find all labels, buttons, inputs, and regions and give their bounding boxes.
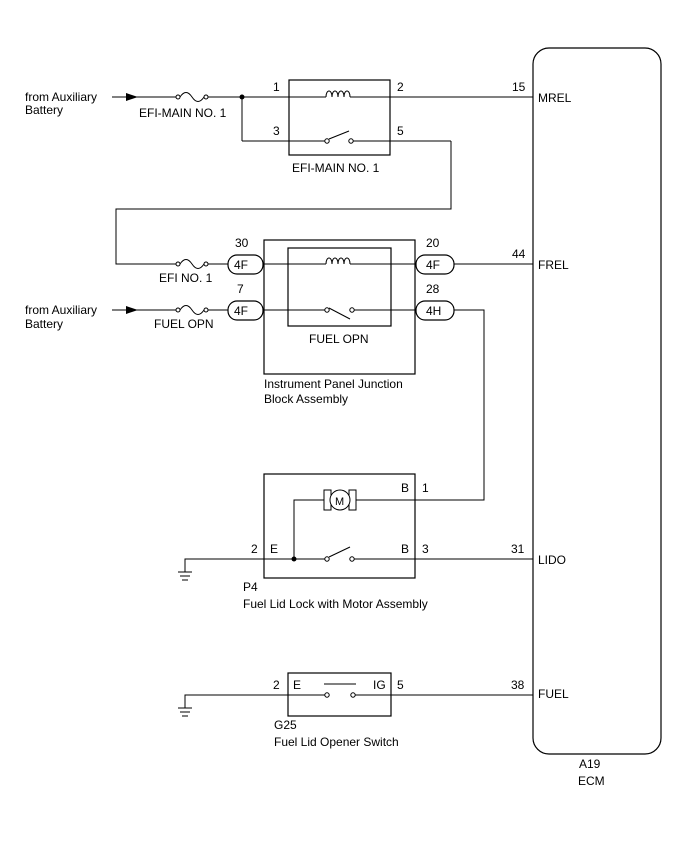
fuel-opn-fuse-label: FUEL OPN xyxy=(154,317,214,331)
motor-icon: M xyxy=(323,489,357,511)
connector-4h-sw-out-label: 4H xyxy=(426,304,441,318)
ecm-pin-mrel-number: 15 xyxy=(512,80,526,94)
fuel-lid-lock-pin-1: 1 xyxy=(422,481,429,495)
connector-4f-sw-in-label: 4F xyxy=(234,304,248,318)
ecm-pin-fuel-signal: FUEL xyxy=(538,687,569,701)
efi-fuse-icon xyxy=(175,259,209,269)
source-1-line2: Battery xyxy=(25,103,63,117)
fuel-opn-pin-28: 28 xyxy=(426,282,440,296)
efi-main-fuse-label: EFI-MAIN NO. 1 xyxy=(139,106,227,120)
source-2-line2: Battery xyxy=(25,317,63,331)
opener-switch-pin-5: 5 xyxy=(397,678,404,692)
fuel-lid-lock-pin-2: 2 xyxy=(251,542,258,556)
ecm-pin-lido-signal: LIDO xyxy=(538,553,566,567)
wire-motor-ground xyxy=(293,499,324,559)
fuel-opn-coil-icon xyxy=(325,257,351,265)
opener-switch-code: G25 xyxy=(274,718,297,732)
fuel-lid-lock-switch-icon xyxy=(324,546,355,562)
ecm-code: A19 xyxy=(579,757,601,771)
efi-main-pin-3: 3 xyxy=(273,124,280,138)
fuel-opn-relay-label: FUEL OPN xyxy=(309,332,369,346)
fuel-lid-lock-term-b3: B xyxy=(401,542,409,556)
opener-switch-term-ig: IG xyxy=(373,678,386,692)
efi-main-fuse-icon xyxy=(175,92,209,102)
efi-main-relay-label: EFI-MAIN NO. 1 xyxy=(292,161,380,175)
source-1-arrow-icon xyxy=(126,93,138,101)
fuel-lid-lock-term-e: E xyxy=(270,542,278,556)
efi-main-pin-2: 2 xyxy=(397,80,404,94)
fuel-lid-lock-name: Fuel Lid Lock with Motor Assembly xyxy=(243,597,428,611)
fuel-lid-lock-pin-3: 3 xyxy=(422,542,429,556)
wire-efi-main-to-efi xyxy=(115,141,452,265)
ecm-pin-frel-signal: FREL xyxy=(538,258,569,272)
ecm-box xyxy=(532,47,662,755)
wire-lock-ground xyxy=(184,558,325,572)
source-1-line1: from Auxiliary xyxy=(25,90,97,104)
ecm-pin-lido-number: 31 xyxy=(511,542,525,556)
ecm-pin-fuel-number: 38 xyxy=(511,678,525,692)
opener-switch-name: Fuel Lid Opener Switch xyxy=(274,735,399,749)
fuel-opn-pin-30: 30 xyxy=(235,236,249,250)
fuel-opn-fuse-icon xyxy=(175,305,209,315)
junction-block-name-2: Block Assembly xyxy=(264,392,348,406)
ecm-name: ECM xyxy=(578,774,605,788)
opener-switch-term-e: E xyxy=(293,678,301,692)
ground-icon-lock xyxy=(178,571,192,581)
fuel-lid-lock-code: P4 xyxy=(243,580,258,594)
junction-block-name-1: Instrument Panel Junction xyxy=(264,377,403,391)
svg-text:M: M xyxy=(335,496,344,508)
fuel-opn-relay-box xyxy=(287,247,392,327)
connector-4f-coil-out-label: 4F xyxy=(426,258,440,272)
ecm-pin-mrel-signal: MREL xyxy=(538,91,572,105)
efi-main-pin-1: 1 xyxy=(273,80,280,94)
opener-switch-pin-2: 2 xyxy=(273,678,280,692)
source-2-arrow-icon xyxy=(126,306,138,314)
source-2-line1: from Auxiliary xyxy=(25,303,97,317)
efi-main-pin-5: 5 xyxy=(397,124,404,138)
ground-icon-opener xyxy=(178,707,192,717)
fuel-opn-pin-20: 20 xyxy=(426,236,440,250)
efi-main-relay-box xyxy=(288,79,391,156)
efi-main-coil-icon xyxy=(325,90,351,98)
fuel-opn-pin-7: 7 xyxy=(237,282,244,296)
wire-fuel-opn-to-lock xyxy=(416,309,485,501)
wire-opener-ground xyxy=(184,694,325,708)
ecm-pin-frel-number: 44 xyxy=(512,247,526,261)
fuel-lid-lock-term-b1: B xyxy=(401,481,409,495)
connector-4f-coil-in-label: 4F xyxy=(234,258,248,272)
efi-fuse-label: EFI NO. 1 xyxy=(159,271,213,285)
